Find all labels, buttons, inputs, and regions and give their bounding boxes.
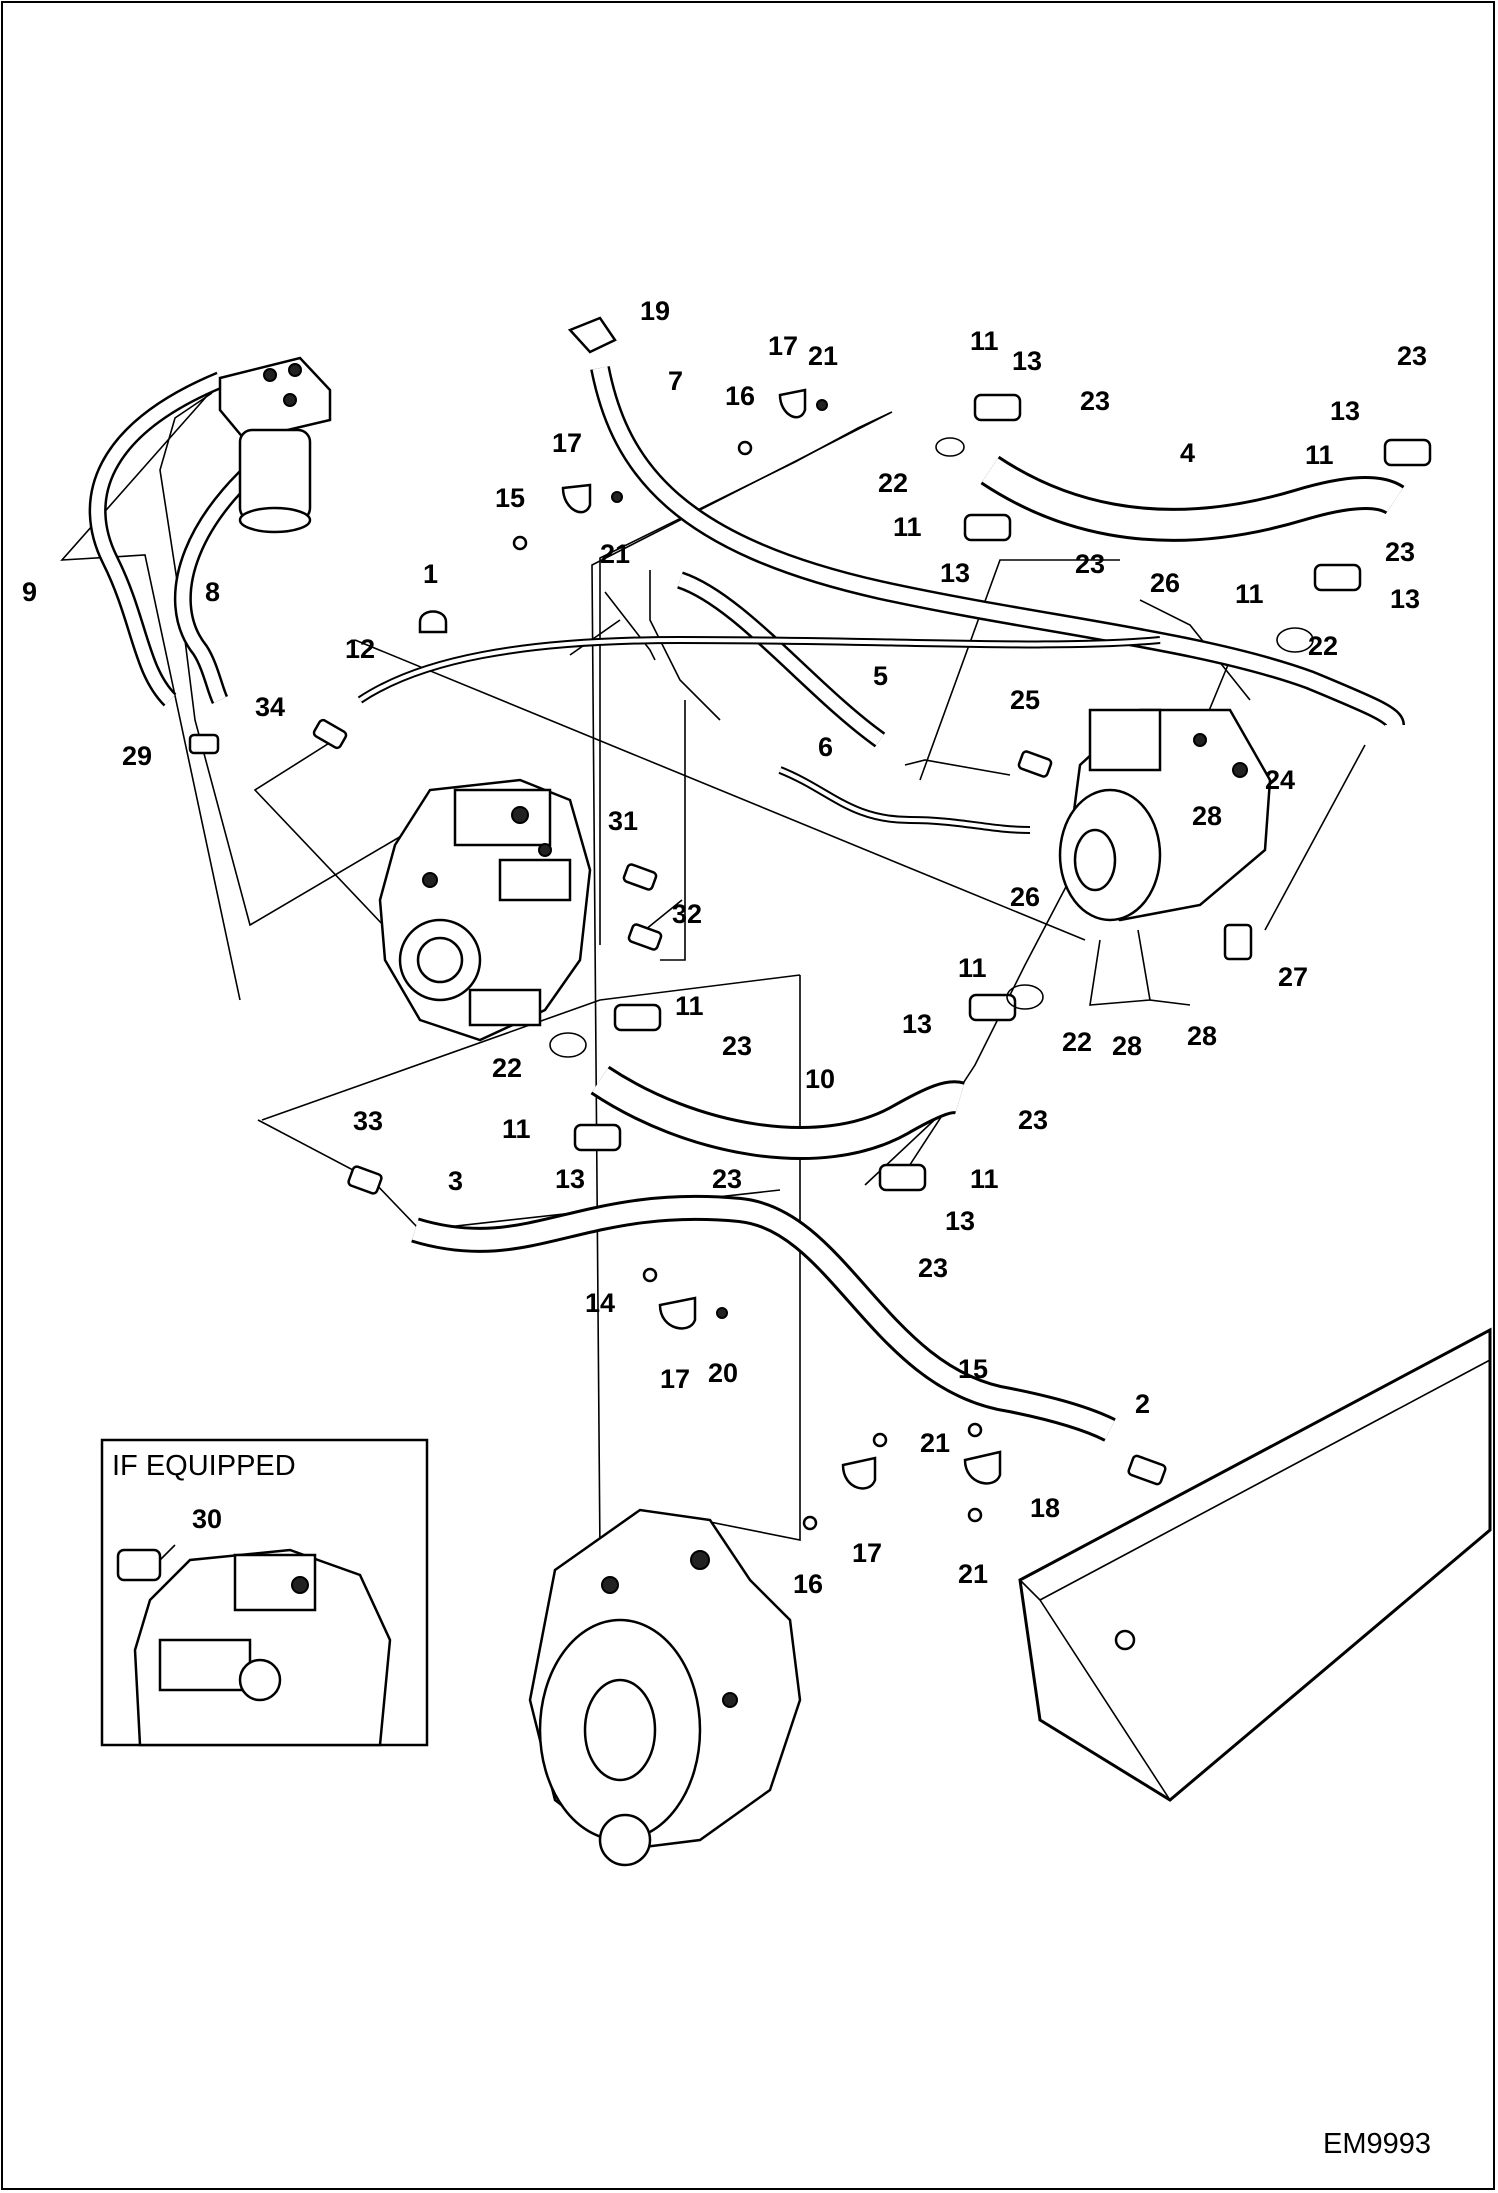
callout-20: 20 — [708, 1358, 738, 1388]
callout-13: 13 — [1012, 346, 1042, 376]
drive-motor — [1058, 708, 1272, 922]
callout-7: 7 — [668, 366, 683, 396]
callout-23: 23 — [712, 1164, 742, 1194]
callout-24: 24 — [1265, 765, 1295, 795]
callout-11: 11 — [1305, 440, 1334, 470]
fittings-and-clamps — [188, 316, 1432, 1531]
callout-26: 26 — [1010, 882, 1040, 912]
callout-23: 23 — [1075, 549, 1105, 579]
callout-11: 11 — [675, 991, 704, 1021]
callout-28: 28 — [1112, 1031, 1142, 1061]
callout-6: 6 — [818, 732, 833, 762]
callout-2: 2 — [1135, 1389, 1150, 1419]
callout-21: 21 — [600, 539, 630, 569]
callout-1: 1 — [423, 559, 438, 589]
callout-11: 11 — [502, 1114, 531, 1144]
callout-27: 27 — [1278, 962, 1308, 992]
callout-17: 17 — [852, 1538, 882, 1568]
callout-16: 16 — [793, 1569, 823, 1599]
callout-3: 3 — [448, 1166, 463, 1196]
callout-15: 15 — [495, 483, 525, 513]
inset-callout-30: 30 — [192, 1504, 222, 1534]
callout-13: 13 — [940, 558, 970, 588]
callout-14: 14 — [585, 1288, 615, 1318]
callout-31: 31 — [608, 806, 638, 836]
callout-32: 32 — [672, 899, 702, 929]
callout-8: 8 — [205, 577, 220, 607]
callout-11: 11 — [970, 1164, 999, 1194]
callout-15: 15 — [958, 1354, 988, 1384]
callout-5: 5 — [873, 661, 888, 691]
callout-19: 19 — [640, 296, 670, 326]
callout-23: 23 — [1080, 386, 1110, 416]
callout-18: 18 — [1030, 1493, 1060, 1523]
callout-13: 13 — [945, 1206, 975, 1236]
callout-22: 22 — [1062, 1027, 1092, 1057]
inset-if-equipped: IF EQUIPPED 30 — [100, 1438, 429, 1747]
callout-21: 21 — [920, 1428, 950, 1458]
callout-17: 17 — [660, 1364, 690, 1394]
callout-29: 29 — [122, 741, 152, 771]
callout-13: 13 — [1330, 396, 1360, 426]
callout-25: 25 — [1010, 685, 1040, 715]
callout-33: 33 — [353, 1106, 383, 1136]
hydrostatic-pump — [378, 778, 592, 1042]
callout-23: 23 — [1397, 341, 1427, 371]
drawing-code: EM9993 — [1323, 2128, 1431, 2160]
callout-22: 22 — [878, 468, 908, 498]
callout-21: 21 — [958, 1559, 988, 1589]
callout-28: 28 — [1187, 1021, 1217, 1051]
hoses — [88, 366, 1405, 1442]
callout-34: 34 — [255, 692, 285, 722]
callout-23: 23 — [1018, 1105, 1048, 1135]
callout-labels: 19 7 17 21 16 11 13 23 23 13 11 4 22 17 … — [22, 296, 1427, 1599]
callout-13: 13 — [1390, 584, 1420, 614]
callout-13: 13 — [555, 1164, 585, 1194]
inset-title: IF EQUIPPED — [112, 1450, 296, 1482]
callout-13: 13 — [902, 1009, 932, 1039]
callout-21: 21 — [808, 341, 838, 371]
callout-23: 23 — [918, 1253, 948, 1283]
callout-17: 17 — [768, 331, 798, 361]
callout-22: 22 — [1308, 631, 1338, 661]
callout-11: 11 — [893, 512, 922, 542]
callout-17: 17 — [552, 428, 582, 458]
callout-11: 11 — [1235, 579, 1264, 609]
callout-11: 11 — [970, 326, 999, 356]
callout-11: 11 — [958, 953, 987, 983]
callout-4: 4 — [1180, 438, 1195, 468]
filter-assembly — [218, 356, 332, 534]
callout-28: 28 — [1192, 801, 1222, 831]
callout-26: 26 — [1150, 568, 1180, 598]
callout-9: 9 — [22, 577, 37, 607]
callout-23: 23 — [1385, 537, 1415, 567]
engine-gearbox — [528, 1508, 802, 1867]
callout-10: 10 — [805, 1064, 835, 1094]
hydraulic-tank — [1018, 1327, 1492, 1802]
callout-12: 12 — [345, 634, 375, 664]
callout-23: 23 — [722, 1031, 752, 1061]
callout-16: 16 — [725, 381, 755, 411]
callout-22: 22 — [492, 1053, 522, 1083]
